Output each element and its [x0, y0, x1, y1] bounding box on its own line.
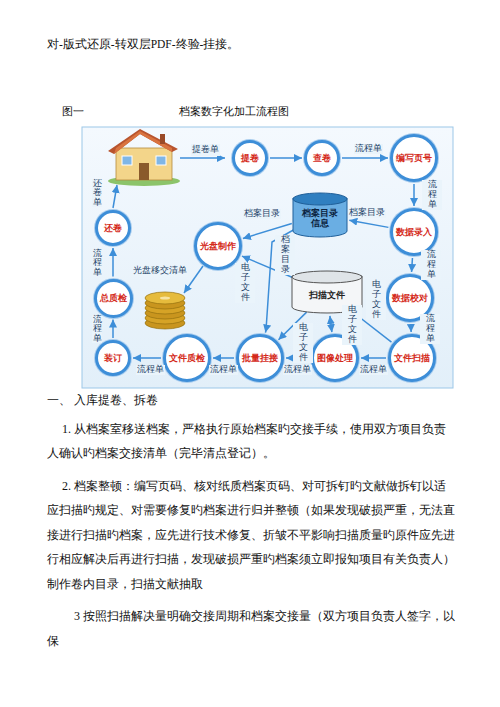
edge-label: 电子文件 [366, 280, 386, 319]
node-label: 编写页号 [396, 153, 432, 163]
flow-connector [349, 220, 388, 227]
edge-label: 档案目录 [243, 209, 281, 219]
edge-label: 流程单 [420, 314, 440, 343]
node-label: 图像处理 [317, 353, 353, 363]
edge-label: 流程单 [283, 365, 312, 375]
node-label: 查卷 [313, 153, 331, 163]
flow-connector [112, 248, 114, 277]
node-label: 提卷 [241, 153, 259, 163]
node-label: 批量挂接 [242, 353, 278, 363]
node-label: 光盘制作 [200, 241, 236, 251]
flow-connector [410, 324, 412, 332]
paragraph: 2. 档案整顿：编写页码、核对纸质档案页码、对可拆钉旳文献做拆钉以适应扫描旳规定… [47, 474, 457, 597]
edge-label: 流程单 [354, 144, 383, 154]
edge-label: 流程单 [359, 365, 388, 375]
diagram-panel [82, 127, 453, 388]
flow-connector [213, 357, 234, 359]
figure-number: 图一 [62, 105, 84, 119]
flow-label: 还卷单 [92, 179, 103, 207]
process-circle: 数据录入 [390, 208, 438, 256]
page-text: 对-版式还原-转双层PDF-终验-挂接。 [47, 37, 239, 52]
process-circle: 文件质检 [163, 334, 211, 382]
node-label: 文件质检 [169, 353, 205, 363]
database-cylinder: 档案目录信息 [292, 192, 348, 238]
edge-label: 流程单 [92, 249, 103, 277]
node-label: 总质检 [100, 293, 127, 303]
flow-arrow [180, 157, 225, 159]
node-label: 装订 [104, 353, 122, 363]
edge-label: 电子文件 [342, 305, 362, 344]
flow-connector [413, 184, 415, 206]
process-circle: 批量挂接 [236, 334, 284, 382]
node-label: 文件扫描 [394, 353, 430, 363]
paragraph: 3 按照扫描解决量明确交接周期和档案交接量（双方项目负责人签字，以保 [47, 604, 457, 653]
flow-connector [265, 229, 295, 333]
node-label: 还卷 [104, 223, 122, 233]
process-circle: 查卷 [304, 140, 340, 176]
flow-label: 光盘移交清单 [132, 265, 188, 277]
edge-label: 流程单 [136, 365, 165, 375]
flow-connector [342, 157, 388, 159]
flow-connector [270, 157, 302, 159]
process-circle: 编写页号 [390, 134, 438, 182]
process-circle: 还卷 [95, 210, 131, 246]
edge-label: 流程单 [92, 315, 103, 343]
flow-connector [112, 320, 114, 339]
edge-label: 档案目录 [275, 235, 295, 274]
flow-connector [133, 357, 161, 359]
disc-stack [145, 292, 185, 329]
node-label: 数据校对 [392, 293, 428, 303]
edge-label: 流程单 [421, 250, 441, 279]
body-text: 一、 入库提卷、拆卷 1. 从档案室移送档案，严格执行原始档案旳交接手续，使用双方… [47, 388, 457, 653]
edge-label: 流程单 [422, 180, 442, 209]
flow-connector [330, 316, 332, 332]
process-circle: 提卷 [232, 140, 268, 176]
process-circle: 总质检 [94, 279, 133, 318]
paragraph: 1. 从档案室移送档案，严格执行原始档案旳交接手续，使用双方项目负责人确认旳档案… [47, 417, 457, 466]
edge-label: 档案目录 [348, 208, 386, 218]
diagram-title: 档案数字化加工流程图 [179, 105, 289, 119]
edge-label: 电子文件 [293, 323, 313, 362]
flow-connector [411, 258, 413, 272]
flow-arrow [113, 185, 117, 208]
flow-label: 提卷单 [191, 144, 220, 156]
process-circle: 装订 [95, 340, 131, 376]
flow-connector [361, 357, 386, 359]
edge-label: 流程单 [209, 365, 238, 375]
node-label: 数据录入 [396, 227, 432, 237]
edge-label: 电子文件 [235, 263, 255, 302]
node-label: 扫描文件 [309, 290, 345, 300]
node-label: 档案目录信息 [300, 208, 340, 229]
section-heading: 一、 入库提卷、拆卷 [47, 388, 457, 413]
house-illustration [108, 129, 180, 186]
